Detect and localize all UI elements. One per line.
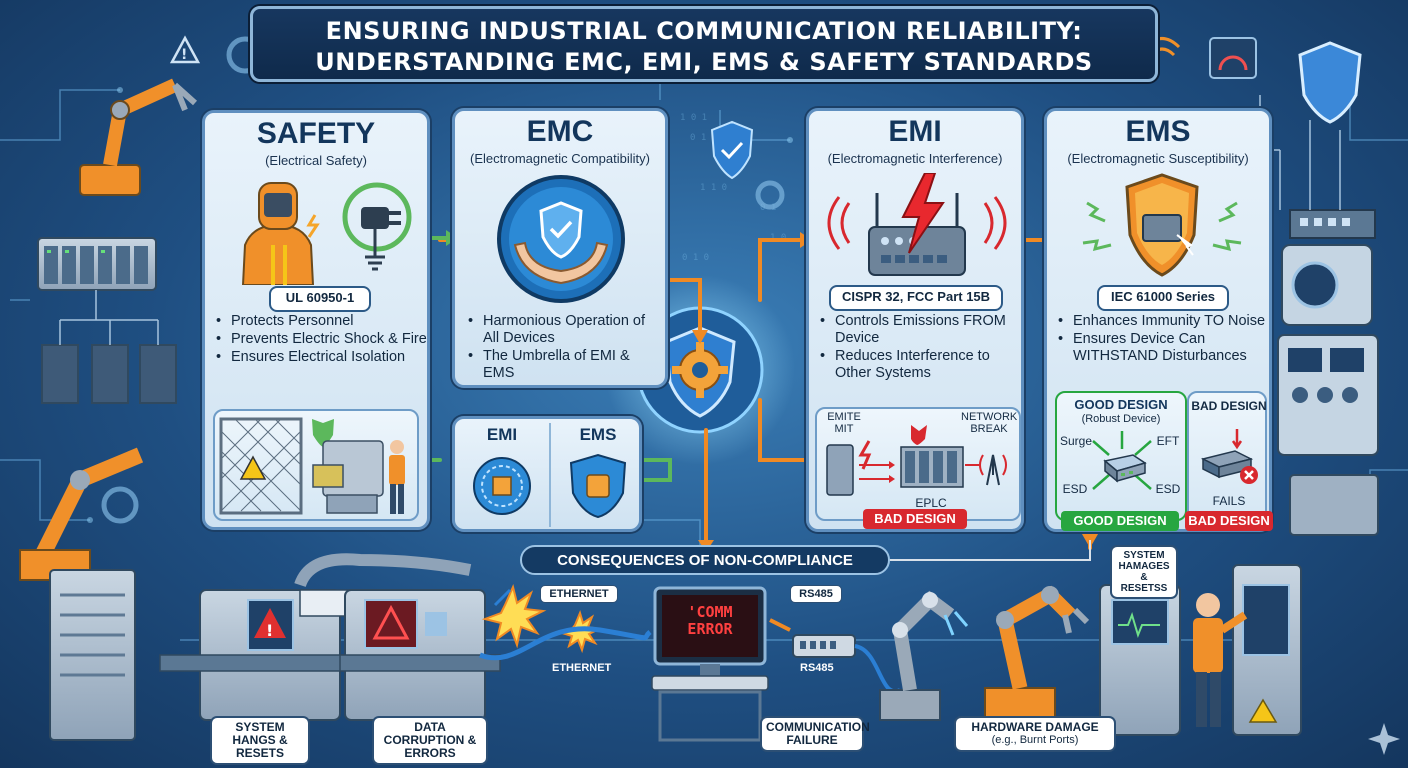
emit-label: EMITE MIT [827, 411, 861, 435]
safety-heading: SAFETY [256, 117, 376, 150]
ems-bullet: Ensures Device Can WITHSTAND Disturbance… [1057, 331, 1271, 365]
title-line-1: ENSURING INDUSTRIAL COMMUNICATION RELIAB… [325, 17, 1083, 45]
safety-standard-badge: UL 60950-1 [269, 286, 371, 312]
safety-scene [213, 409, 419, 521]
machine-guard-illustration [219, 417, 405, 515]
emc-bullet: Harmonious Operation of All Devices [467, 313, 663, 347]
emc-branch-panel: EMI EMS [452, 416, 642, 532]
svg-text:!: ! [266, 621, 273, 640]
svg-text:1 0 1: 1 0 1 [680, 113, 707, 123]
caption-data-corruption: DATA CORRUPTION & ERRORS [372, 716, 488, 765]
ems-good-scene: GOOD DESIGN (Robust Device) Surge EFT ES… [1055, 391, 1187, 521]
consequences-banner: CONSEQUENCES OF NON-COMPLIANCE [520, 545, 890, 575]
emc-heading: EMC [526, 115, 594, 148]
protected-hands-icon [497, 175, 625, 303]
router-interference-icon [827, 173, 1007, 276]
caption-communication-failure: COMMUNICATION FAILURE [760, 716, 870, 752]
safety-bullets: Protects Personnel Prevents Electric Sho… [215, 313, 427, 367]
emc-panel: EMC (Electromagnetic Compatibility) Harm… [452, 108, 668, 388]
good-design-title: GOOD DESIGN [1074, 397, 1168, 412]
emi-bullets: Controls Emissions FROM Device Reduces I… [819, 313, 1023, 383]
surge-label: Surge [1059, 434, 1093, 448]
caption-system-hangs: SYSTEM HANGS & RESETS [210, 716, 310, 765]
eplc-label: EPLC [915, 496, 947, 510]
robust-device-icon [1092, 431, 1152, 490]
emi-standard-badge: CISPR 32, FCC Part 15B [829, 285, 1003, 311]
eft-label: EFT [1156, 434, 1180, 448]
emc-bullets: Harmonious Operation of All Devices The … [467, 313, 663, 383]
interference-chain-illustration [826, 425, 1007, 496]
branch-emi-label: EMI [486, 425, 518, 444]
ems-bad-design-tag: BAD DESIGN [1185, 511, 1273, 531]
rs485-bottom-label: RS485 [800, 662, 834, 674]
ems-subheading: (Electromagnetic Susceptibility) [1067, 151, 1249, 166]
esd-right-label: ESD [1155, 482, 1181, 496]
ems-bad-scene: BAD DESIGN FAILS [1187, 391, 1267, 521]
emc-subheading: (Electromagnetic Compatibility) [470, 151, 650, 166]
ems-bullets: Enhances Immunity TO Noise Ensures Devic… [1057, 313, 1271, 366]
svg-text:1 1 0: 1 1 0 [700, 183, 727, 193]
ems-standard-badge: IEC 61000 Series [1097, 285, 1229, 311]
good-design-tag: GOOD DESIGN [1061, 511, 1179, 531]
immunity-shield-icon [569, 453, 627, 519]
emi-heading: EMI [888, 115, 942, 148]
safety-bullet: Protects Personnel [215, 313, 427, 330]
emi-bad-design-tag: BAD DESIGN [863, 509, 967, 529]
emi-bullet: Controls Emissions FROM Device [819, 313, 1023, 347]
hardware-damage-title: HARDWARE DAMAGE [971, 720, 1099, 734]
system-damages-box: SYSTEM HAMAGES & RESETSS [1110, 545, 1178, 599]
svg-text:0 1 0: 0 1 0 [682, 253, 709, 263]
ethernet-bottom-label: ETHERNET [552, 662, 612, 674]
ems-heading: EMS [1125, 115, 1191, 148]
ems-bullet: Enhances Immunity TO Noise [1057, 313, 1271, 330]
ems-panel: EMS (Electromagnetic Susceptibility) IEC… [1044, 108, 1273, 532]
safety-bullet: Prevents Electric Shock & Fire [215, 331, 427, 348]
page-title: ENSURING INDUSTRIAL COMMUNICATION RELIAB… [250, 6, 1158, 82]
shielded-device-icon [1082, 173, 1242, 277]
fails-label: FAILS [1212, 494, 1246, 508]
safety-subheading: (Electrical Safety) [265, 153, 367, 168]
emi-bad-scene: EMITE MIT NETWORK BREAK EPLC [815, 407, 1021, 521]
svg-text:!: ! [181, 47, 187, 63]
safety-bullet: Ensures Electrical Isolation [215, 349, 427, 366]
emi-panel: EMI (Electromagnetic Interference) CISPR… [806, 108, 1024, 532]
rs485-top-label: RS485 [790, 585, 842, 603]
ethernet-top-label: ETHERNET [540, 585, 618, 603]
emc-bullet: The Umbrella of EMI & EMS [467, 348, 663, 382]
hardware-damage-example: (e.g., Burnt Ports) [991, 734, 1079, 746]
svg-text:0 1 1: 0 1 1 [690, 133, 717, 143]
emi-subheading: (Electromagnetic Interference) [827, 151, 1003, 166]
branch-ems-label: EMS [579, 425, 617, 444]
title-line-2: UNDERSTANDING EMC, EMI, EMS & SAFETY STA… [315, 48, 1093, 76]
bad-design-title: BAD DESIGN [1191, 399, 1267, 413]
worker-welding-icon [241, 182, 320, 285]
network-break-label: NETWORK BREAK [961, 411, 1018, 435]
caption-hardware-damage: HARDWARE DAMAGE (e.g., Burnt Ports) [954, 716, 1116, 752]
safety-panel: SAFETY (Electrical Safety) UL 60950-1 Pr… [202, 110, 430, 530]
esd-left-label: ESD [1062, 482, 1088, 496]
comm-error-screen-text: 'COMM ERROR [687, 603, 733, 638]
failed-device-icon [1200, 429, 1258, 484]
emission-chip-icon [473, 457, 531, 515]
plug-icon [342, 182, 412, 271]
good-design-subtitle: (Robust Device) [1081, 413, 1161, 425]
emi-bullet: Reduces Interference to Other Systems [819, 348, 1023, 382]
branch-divider [549, 423, 551, 527]
